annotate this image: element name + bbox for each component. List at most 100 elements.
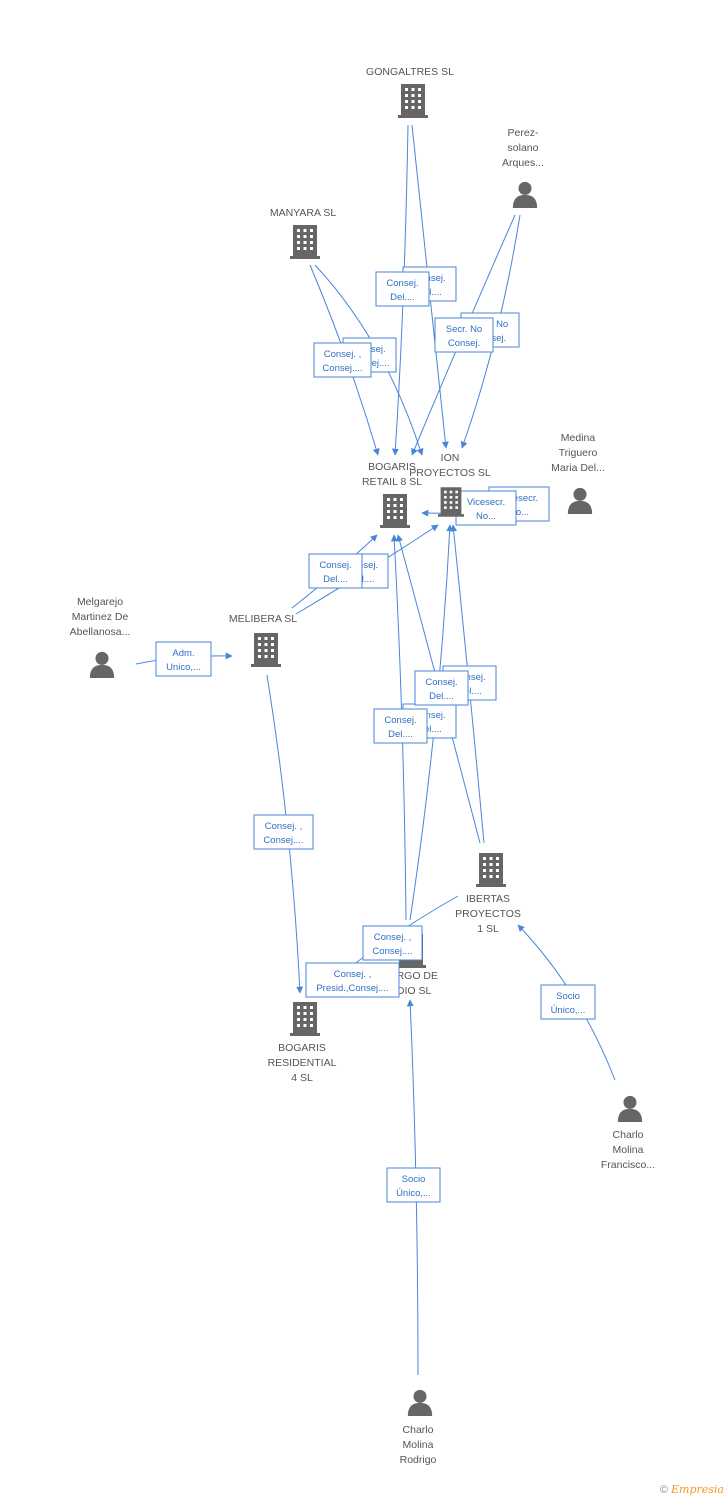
node-ion[interactable]: ION PROYECTOS SL: [409, 452, 491, 517]
node-label-line: Melgarejo: [77, 596, 123, 608]
brand-name: Empresia: [671, 1483, 724, 1496]
building-icon: [398, 84, 428, 118]
edge-label-line-1: Socio: [402, 1174, 426, 1185]
edge-label-line-2: Del....: [417, 724, 442, 735]
edge-label-gon-ret[interactable]: Consej. Del....: [375, 271, 430, 307]
node-label-line: GONGALTRES SL: [366, 66, 454, 78]
edge-label-bur-res[interactable]: Consej. , Presid.,Consej....: [305, 962, 400, 998]
node-label-line: RESIDENTIAL: [268, 1057, 337, 1069]
edge-label-line-1: Consej.: [319, 560, 351, 571]
nodes: GONGALTRES SL Perez- solano Arques... MA…: [70, 66, 655, 1466]
node-bogaris-retail[interactable]: BOGARIS RETAIL 8 SL: [362, 461, 422, 528]
node-label-line: 1 SL: [477, 923, 499, 935]
edge-label-melg-mel[interactable]: Adm. Unico,...: [155, 641, 212, 677]
node-label-line: Rodrigo: [400, 1454, 437, 1466]
edge-label-line-2: Del....: [457, 686, 482, 697]
edge-label-line-1: Vicesecr.: [467, 497, 505, 508]
edge-label-line-1: Consej. ,: [265, 821, 303, 832]
edge-label-line-2: Único,...: [396, 1188, 431, 1199]
building-icon: [476, 853, 506, 887]
building-icon: [380, 494, 410, 528]
edge-label-line-2: Unico,...: [166, 662, 201, 673]
footer-brand[interactable]: © Empresia: [660, 1483, 724, 1496]
edge-label-line-2: Del....: [390, 292, 415, 303]
node-label-line: Charlo: [613, 1129, 644, 1141]
node-label-line: MANYARA SL: [270, 207, 336, 219]
node-label-line: BOGARIS: [278, 1042, 326, 1054]
edge-label-bur-ret[interactable]: Consej. Del....: [373, 708, 428, 744]
node-label-line: Medina: [561, 432, 596, 444]
node-melgarejo[interactable]: Melgarejo Martinez De Abellanosa...: [70, 596, 131, 678]
edge-label-man-ret[interactable]: Consej. , Consej....: [313, 342, 372, 378]
edge-label-line-1: Adm.: [172, 648, 194, 659]
edge-label-line-2: No...: [476, 511, 496, 522]
node-label-line: Francisco...: [601, 1159, 655, 1171]
building-icon: [251, 633, 281, 667]
person-icon: [617, 1095, 643, 1122]
node-label-line: BOGARIS: [368, 461, 416, 473]
edge-label-chf-ibe[interactable]: Socio Único,...: [540, 984, 596, 1020]
edge-label-line-2: Consej....: [322, 363, 362, 374]
edge-labels: Consej. Del.... Consej. Del.... Consej. …: [155, 266, 550, 850]
edge-label-line-1: Secr. No: [446, 324, 482, 335]
node-melibera[interactable]: MELIBERA SL: [229, 613, 297, 667]
node-label-line: Perez-: [508, 127, 539, 139]
node-charlo-francisco[interactable]: Charlo Molina Francisco...: [601, 1095, 655, 1171]
edge-label-line-2: Presid.,Consej....: [316, 983, 388, 994]
building-icon: [438, 487, 464, 517]
node-ibertas[interactable]: IBERTAS PROYECTOS 1 SL: [455, 853, 521, 935]
edge-label-line-1: Vicesecr.: [500, 493, 538, 504]
edge-label-line-1: Consej.: [425, 677, 457, 688]
node-label-line: 4 SL: [291, 1072, 313, 1084]
edge-label-per-ret[interactable]: Secr. No Consej.: [434, 317, 494, 353]
edge-label-line-1: Socio: [556, 991, 580, 1002]
node-label-line: Molina: [613, 1144, 644, 1156]
edge-label-line-1: Consej.: [413, 710, 445, 721]
edge-label-med-ret[interactable]: Vicesecr. No...: [455, 490, 517, 526]
edge-label-line-2: Del....: [429, 691, 454, 702]
edge-label-line-1: Consej. ,: [334, 969, 372, 980]
node-label-line: PROYECTOS: [455, 908, 521, 920]
node-perez[interactable]: Perez- solano Arques...: [502, 127, 544, 208]
node-label-line: Maria Del...: [551, 462, 605, 474]
edge-label-line-2: Consej....: [372, 946, 412, 957]
person-icon: [407, 1389, 433, 1416]
edge-label-line-2: Del....: [323, 574, 348, 585]
node-label-line: MELIBERA SL: [229, 613, 297, 625]
edge-label-line-1: Consej.: [384, 715, 416, 726]
node-gongaltres[interactable]: GONGALTRES SL: [366, 66, 454, 118]
edge-label-line-2: No...: [509, 507, 529, 518]
edge-label-line-1: Consej. ,: [324, 349, 362, 360]
copyright-symbol: ©: [659, 1484, 668, 1496]
node-manyara[interactable]: MANYARA SL: [270, 207, 336, 259]
edge-label-line-2: Del....: [388, 729, 413, 740]
edge-label-mel-res[interactable]: Consej. , Consej....: [253, 814, 314, 850]
node-label-line: ION: [441, 452, 460, 464]
node-label-line: IBERTAS: [466, 893, 510, 905]
node-medina[interactable]: Medina Triguero Maria Del...: [551, 432, 605, 514]
building-icon: [290, 1002, 320, 1036]
edge-label-line-1: Consej.: [386, 278, 418, 289]
edge-label-line-1: Consej. ,: [374, 932, 412, 943]
node-charlo-rodrigo[interactable]: Charlo Molina Rodrigo: [400, 1389, 437, 1466]
node-label-line: Charlo: [403, 1424, 434, 1436]
edge-labels-lower: Consej. , Consej.... Consej. , Presid.,C…: [305, 925, 596, 1203]
node-label-line: Arques...: [502, 157, 544, 169]
person-icon: [89, 651, 115, 678]
node-label-line: Triguero: [559, 447, 598, 459]
node-label-line: PROYECTOS SL: [409, 467, 491, 479]
node-label-line: Abellanosa...: [70, 626, 131, 638]
edge-label-line-2: Único,...: [551, 1005, 586, 1016]
edge-label-ibe-res[interactable]: Consej. , Consej....: [362, 925, 423, 961]
edge-label-line-1: Consej.: [453, 672, 485, 683]
edge-label-line-2: Consej.: [448, 338, 480, 349]
node-label-line: RETAIL 8 SL: [362, 476, 422, 488]
node-label-line: Molina: [403, 1439, 434, 1451]
edge-label-ibe-ret[interactable]: Consej. Del....: [414, 670, 469, 706]
edge-label-chr-bur[interactable]: Socio Único,...: [386, 1167, 441, 1203]
node-label-line: solano: [508, 142, 539, 154]
edge-label-mel-ret[interactable]: Consej. Del....: [308, 553, 363, 589]
node-bogaris-residential[interactable]: BOGARIS RESIDENTIAL 4 SL: [268, 1002, 337, 1084]
node-label-line: Martinez De: [72, 611, 129, 623]
